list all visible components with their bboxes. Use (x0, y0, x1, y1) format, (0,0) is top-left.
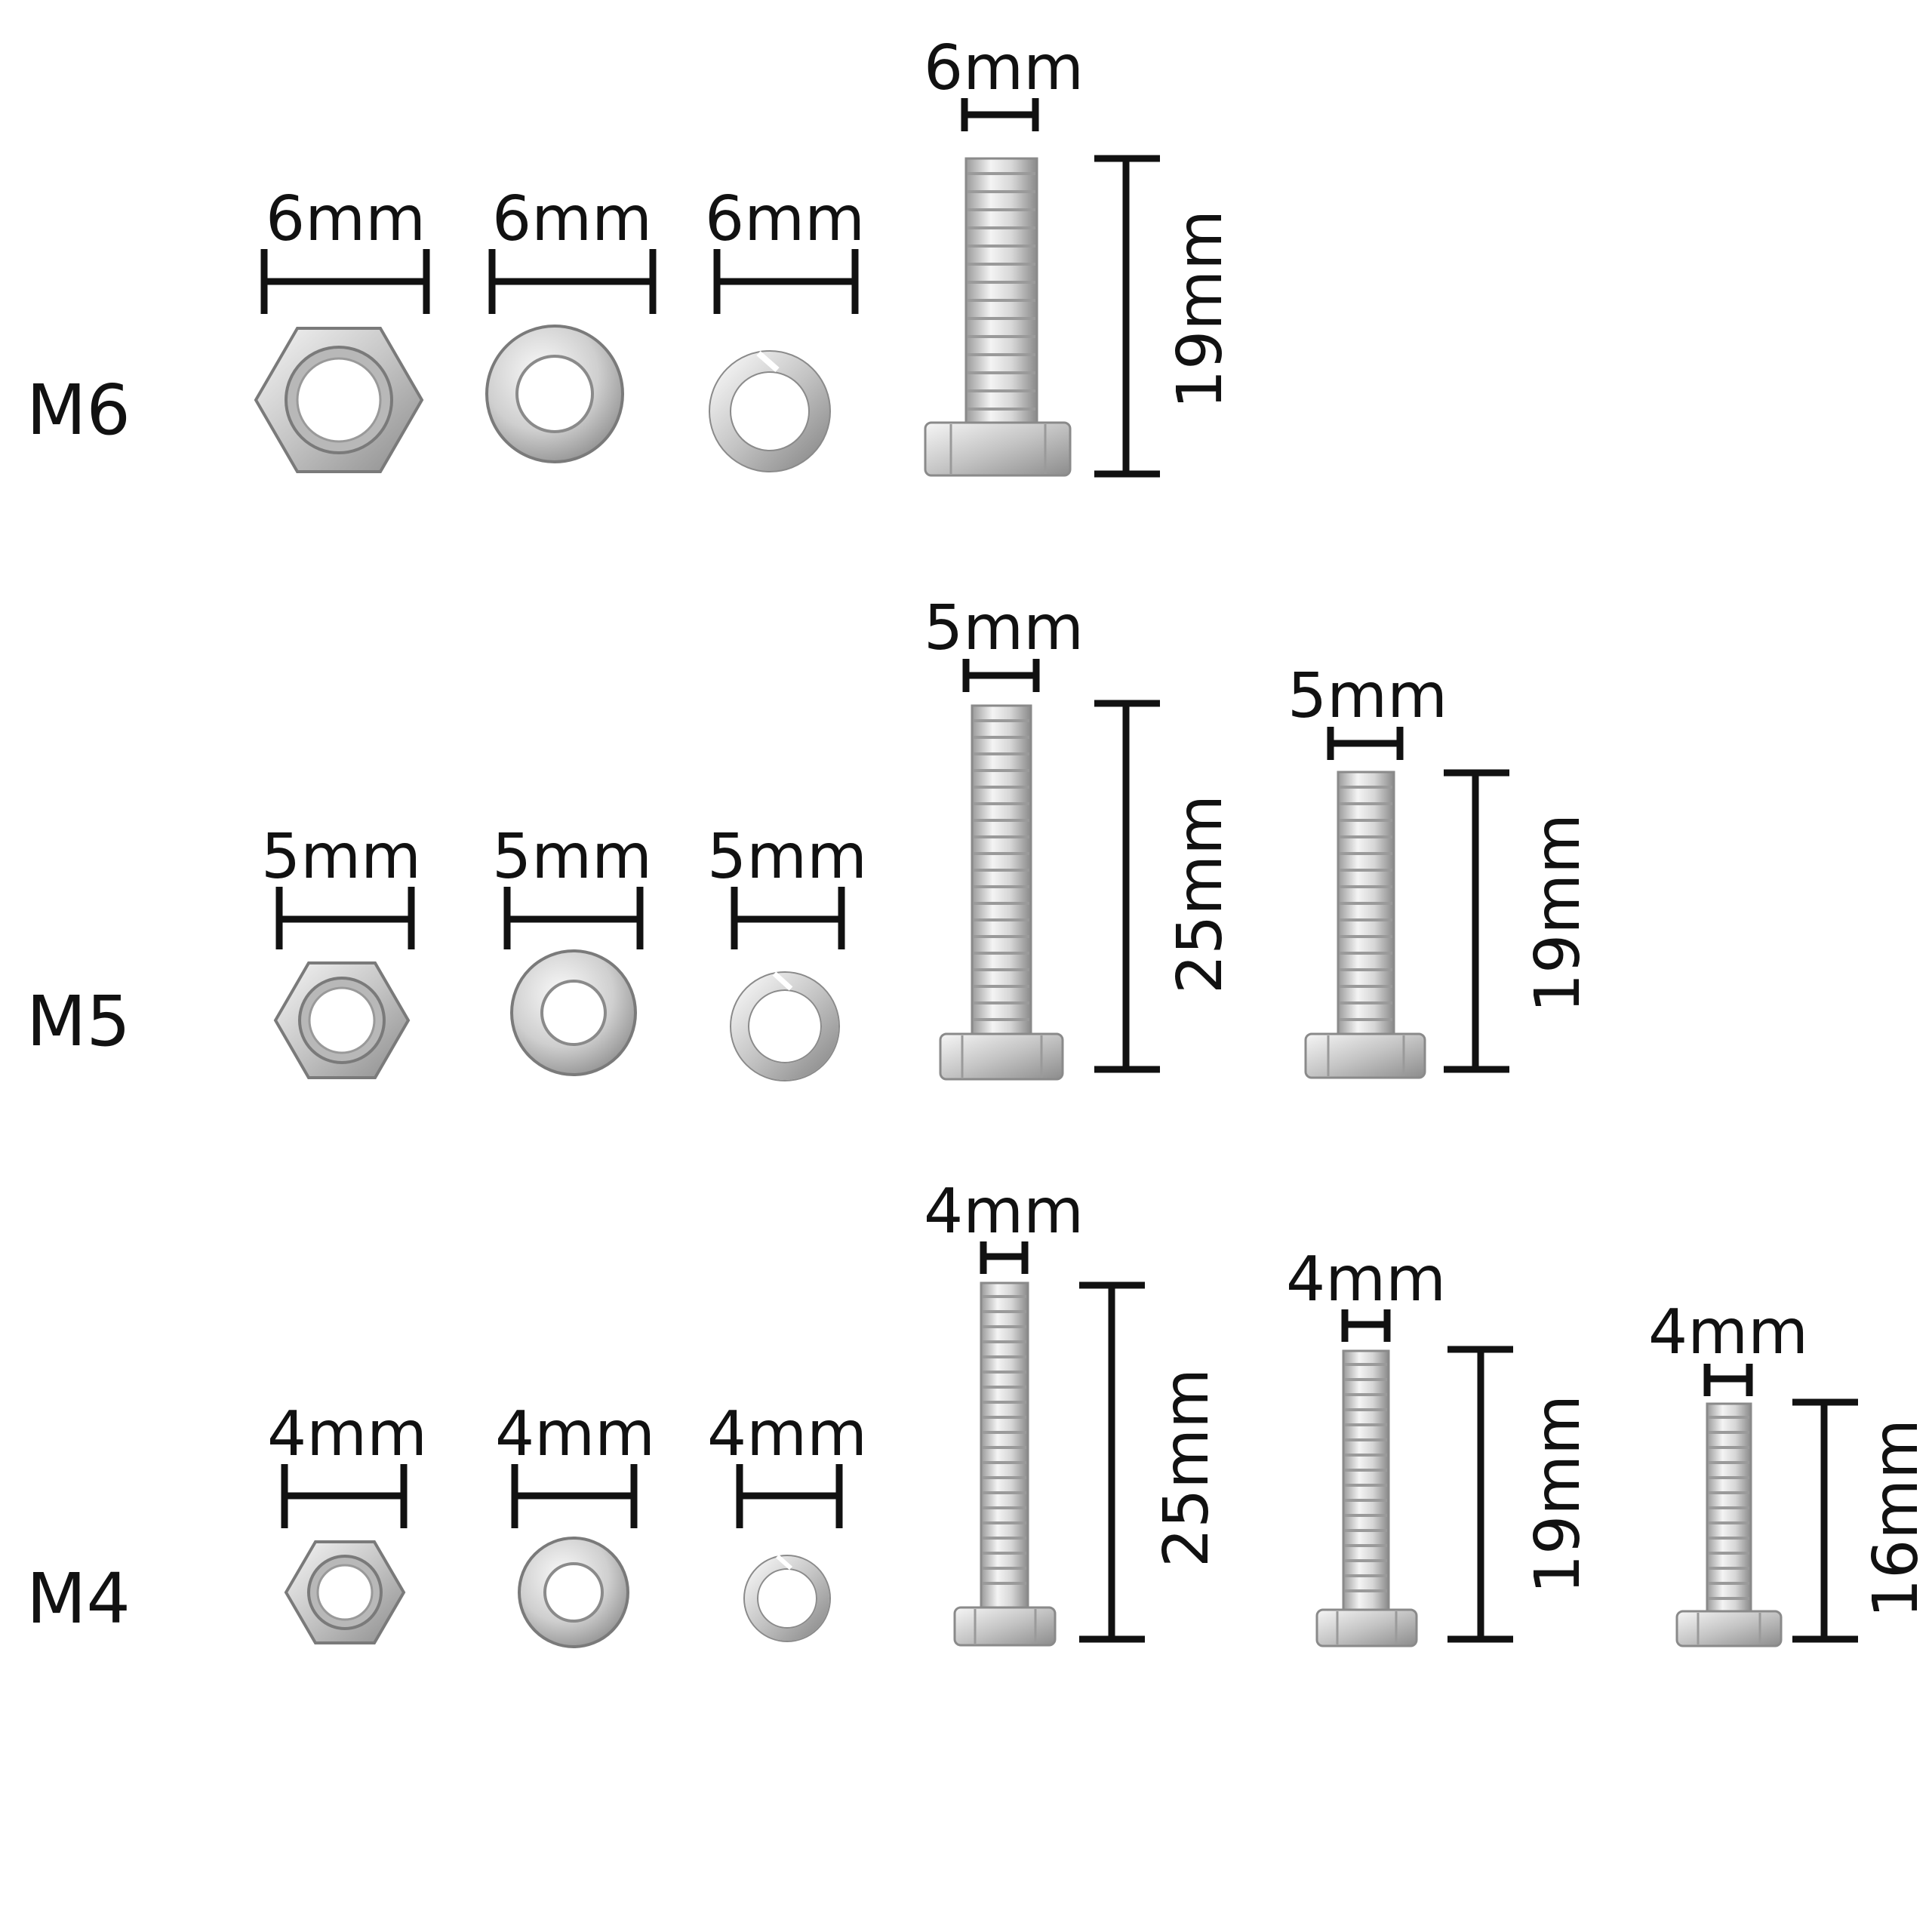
flat-washer-icon (485, 325, 624, 463)
bolt-item: 6mm 19mm (924, 32, 1236, 478)
dimension-bar (731, 887, 845, 949)
bolt-length-label: 19mm (1522, 814, 1594, 1013)
part-hex-nut: 4mm (267, 1398, 427, 1644)
part-flat-washer: 4mm (495, 1398, 655, 1648)
bolt-diameter-label: 5mm (1287, 660, 1447, 732)
spring-washer-icon (743, 1554, 831, 1642)
dimension-bar (713, 249, 859, 314)
dimension-label: 6mm (705, 183, 865, 255)
diameter-bar (1703, 1364, 1753, 1396)
bolt-item: 4mm 16mm (1648, 1297, 1932, 1647)
dimension-bar (281, 1464, 408, 1528)
hex-bolt-icon (939, 704, 1064, 1081)
bolt-diameter-label: 4mm (924, 1176, 1084, 1247)
dimension-label: 5mm (261, 821, 421, 893)
bolt-length-label: 16mm (1860, 1419, 1932, 1618)
hex-nut-icon (284, 1540, 406, 1644)
part-flat-washer: 6mm (485, 183, 657, 463)
part-spring-washer: 5mm (707, 821, 867, 1081)
row-m4: M4 4mm 4mm 4mm (26, 1176, 1932, 1648)
hex-nut-icon (273, 961, 411, 1079)
dimension-label: 5mm (707, 821, 867, 893)
length-bar (1094, 700, 1160, 1073)
row-m6: M6 6mm 6mm 6mm (26, 32, 1236, 478)
dimension-bar (260, 249, 430, 314)
hex-bolt-icon (1304, 771, 1426, 1079)
bolt-item: 5mm 25mm (924, 592, 1236, 1081)
dimension-label: 4mm (495, 1398, 655, 1470)
bolt-item: 5mm 19mm (1287, 660, 1594, 1079)
spring-washer-icon (709, 350, 831, 472)
diameter-bar (980, 1241, 1029, 1274)
dimension-label: 5mm (492, 821, 652, 893)
bolt-length-label: 25mm (1164, 795, 1236, 994)
dimension-bar (275, 887, 415, 949)
bolt-length-label: 19mm (1164, 210, 1236, 409)
part-flat-washer: 5mm (492, 821, 652, 1076)
hex-bolt-icon (1315, 1349, 1418, 1647)
length-bar (1444, 769, 1509, 1073)
dimension-label: 4mm (707, 1398, 867, 1470)
row-label: M6 (26, 370, 131, 451)
length-bar (1792, 1398, 1858, 1643)
spring-washer-icon (730, 971, 840, 1081)
dimension-label: 6mm (266, 183, 426, 255)
bolt-diameter-label: 4mm (1286, 1244, 1446, 1315)
dimension-bar (736, 1464, 843, 1528)
part-hex-nut: 6mm (254, 183, 430, 473)
length-bar (1094, 155, 1160, 478)
bolt-diameter-label: 4mm (1648, 1297, 1808, 1368)
length-bar (1447, 1346, 1513, 1643)
flat-washer-icon (510, 949, 637, 1076)
dimension-bar (503, 887, 644, 949)
length-bar (1079, 1281, 1145, 1643)
dimension-label: 6mm (492, 183, 652, 255)
hex-bolt-icon (924, 157, 1072, 477)
flat-washer-icon (518, 1537, 629, 1648)
bolt-item: 4mm 25mm (924, 1176, 1223, 1647)
bolt-diameter-label: 6mm (924, 32, 1084, 104)
diameter-bar (962, 659, 1040, 692)
hex-bolt-icon (953, 1281, 1057, 1647)
bolt-item: 4mm 19mm (1286, 1244, 1594, 1647)
row-m5: M5 5mm 5mm 5mm (26, 592, 1594, 1081)
part-spring-washer: 4mm (707, 1398, 867, 1642)
dimension-label: 4mm (267, 1398, 427, 1470)
diameter-bar (1327, 727, 1404, 760)
row-label: M5 (26, 981, 131, 1062)
part-hex-nut: 5mm (261, 821, 421, 1079)
diameter-bar (961, 98, 1039, 131)
bolt-length-label: 19mm (1522, 1395, 1594, 1594)
dimension-bar (488, 249, 657, 314)
bolt-diameter-label: 5mm (924, 592, 1084, 664)
hex-nut-icon (254, 327, 424, 473)
dimension-bar (511, 1464, 638, 1528)
hex-bolt-icon (1675, 1402, 1783, 1647)
row-label: M4 (26, 1558, 131, 1639)
bolt-length-label: 25mm (1151, 1368, 1223, 1567)
part-spring-washer: 6mm (705, 183, 865, 472)
diameter-bar (1341, 1309, 1391, 1342)
